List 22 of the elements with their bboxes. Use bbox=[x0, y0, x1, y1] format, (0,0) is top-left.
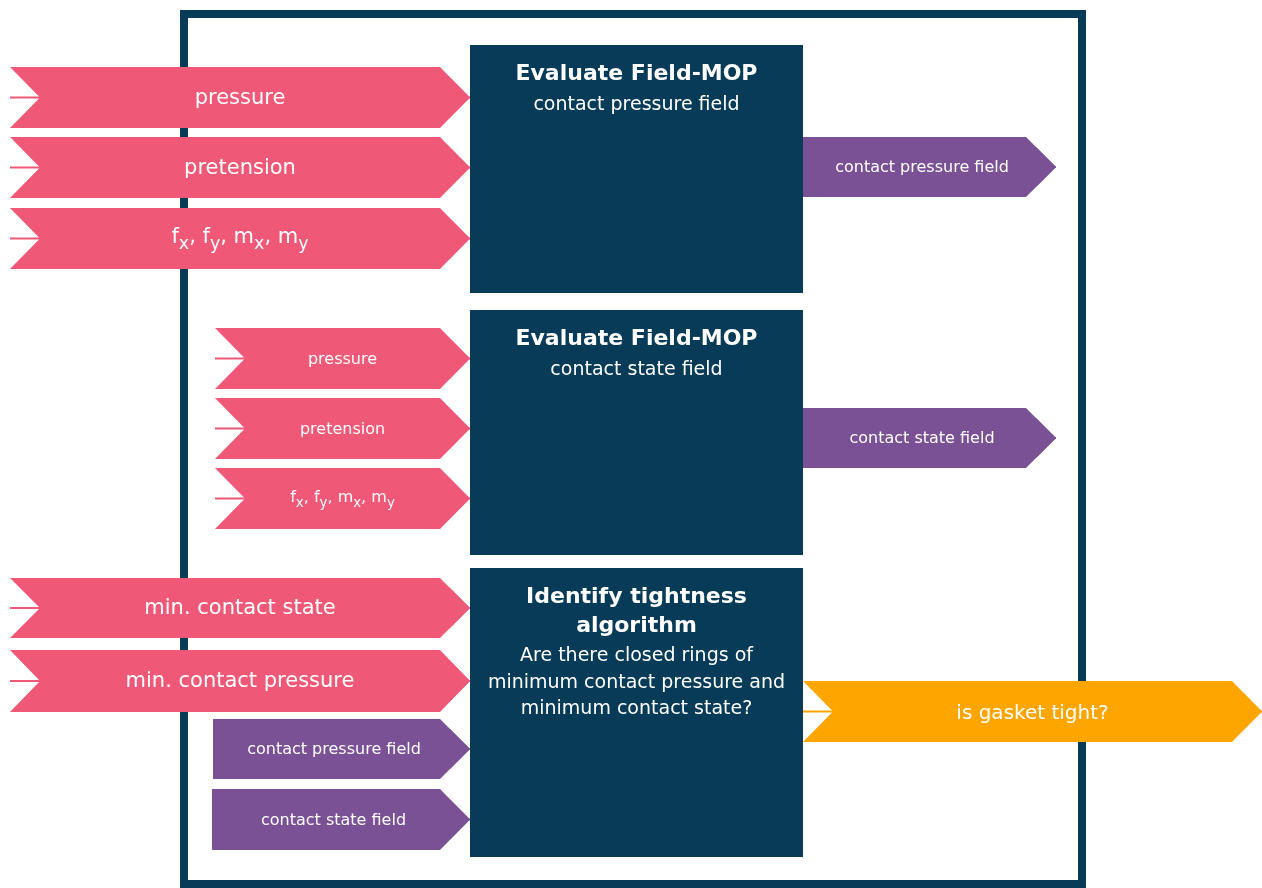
edge-label: pressure bbox=[194, 84, 286, 111]
edge-label: contact pressure field bbox=[835, 157, 1009, 177]
edge-label: pressure bbox=[307, 348, 378, 369]
edge-label: is gasket tight? bbox=[956, 699, 1109, 724]
edge-label: pretension bbox=[184, 154, 296, 181]
box-title: Evaluate Field-MOP bbox=[515, 324, 758, 352]
process-box bbox=[470, 45, 803, 293]
box-title: Identify tightness algorithm bbox=[525, 582, 748, 639]
edge-label: min. contact pressure bbox=[125, 668, 355, 694]
box-title: Evaluate Field-MOP bbox=[515, 59, 758, 87]
edge-label: contact state field bbox=[260, 809, 407, 830]
edge-label: contact pressure field bbox=[247, 739, 421, 759]
edge-label: f$_{x}$, f$_{y}$, m$_{x}$, m$_{y}$ bbox=[171, 223, 309, 254]
edge-label: pretension bbox=[299, 418, 386, 439]
box-text: contact state field bbox=[550, 355, 723, 381]
edge-label: min. contact state bbox=[144, 595, 336, 621]
edge-label: f$_{x}$, f$_{y}$, m$_{x}$, m$_{y}$ bbox=[290, 486, 395, 511]
box-text: Are there closed rings of minimum contact pressure and minimum contact state? bbox=[486, 642, 787, 721]
process-box bbox=[470, 568, 803, 857]
process-box bbox=[470, 310, 803, 555]
edge-label: contact state field bbox=[849, 428, 995, 448]
box-text: contact pressure field bbox=[533, 90, 740, 116]
